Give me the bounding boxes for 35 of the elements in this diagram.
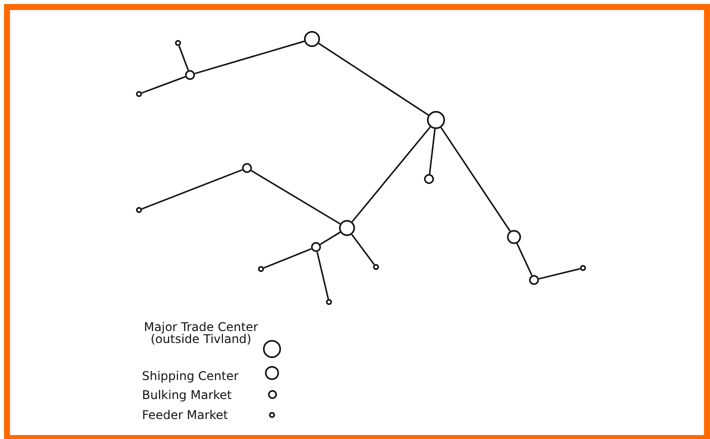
- connecting-line: [250, 170, 341, 225]
- connecting-line: [440, 127, 511, 232]
- market-circle: [339, 220, 355, 236]
- legend-text: Shipping Center: [142, 370, 239, 382]
- connecting-line: [352, 126, 431, 222]
- market-circle: [427, 111, 445, 129]
- connecting-line: [194, 40, 305, 74]
- connecting-line: [318, 42, 429, 116]
- market-circle: [424, 174, 434, 184]
- market-circle: [136, 207, 142, 213]
- market-circle: [529, 275, 539, 285]
- market-circle: [258, 266, 264, 272]
- market-circle: [136, 91, 142, 97]
- legend-text: Bulking Market: [142, 389, 232, 401]
- market-circle: [311, 242, 321, 252]
- connecting-line: [428, 128, 436, 174]
- market-circle: [185, 70, 195, 80]
- legend-text: Major Trade Center (outside Tivland): [142, 321, 260, 345]
- connecting-line: [316, 252, 330, 300]
- market-circle: [175, 40, 181, 46]
- connecting-line: [516, 243, 533, 276]
- market-circle: [326, 299, 332, 305]
- market-circle: [304, 31, 320, 47]
- connecting-line: [538, 268, 580, 280]
- connecting-line: [320, 232, 341, 246]
- legend-text: Feeder Market: [142, 409, 228, 421]
- market-circle: [373, 264, 379, 270]
- connecting-line: [142, 169, 243, 210]
- connecting-line: [142, 76, 186, 94]
- market-circle: [580, 265, 586, 271]
- connecting-line: [178, 46, 189, 71]
- connecting-line: [264, 248, 312, 269]
- connecting-line: [351, 234, 375, 266]
- market-circle: [507, 230, 521, 244]
- market-circle: [242, 163, 252, 173]
